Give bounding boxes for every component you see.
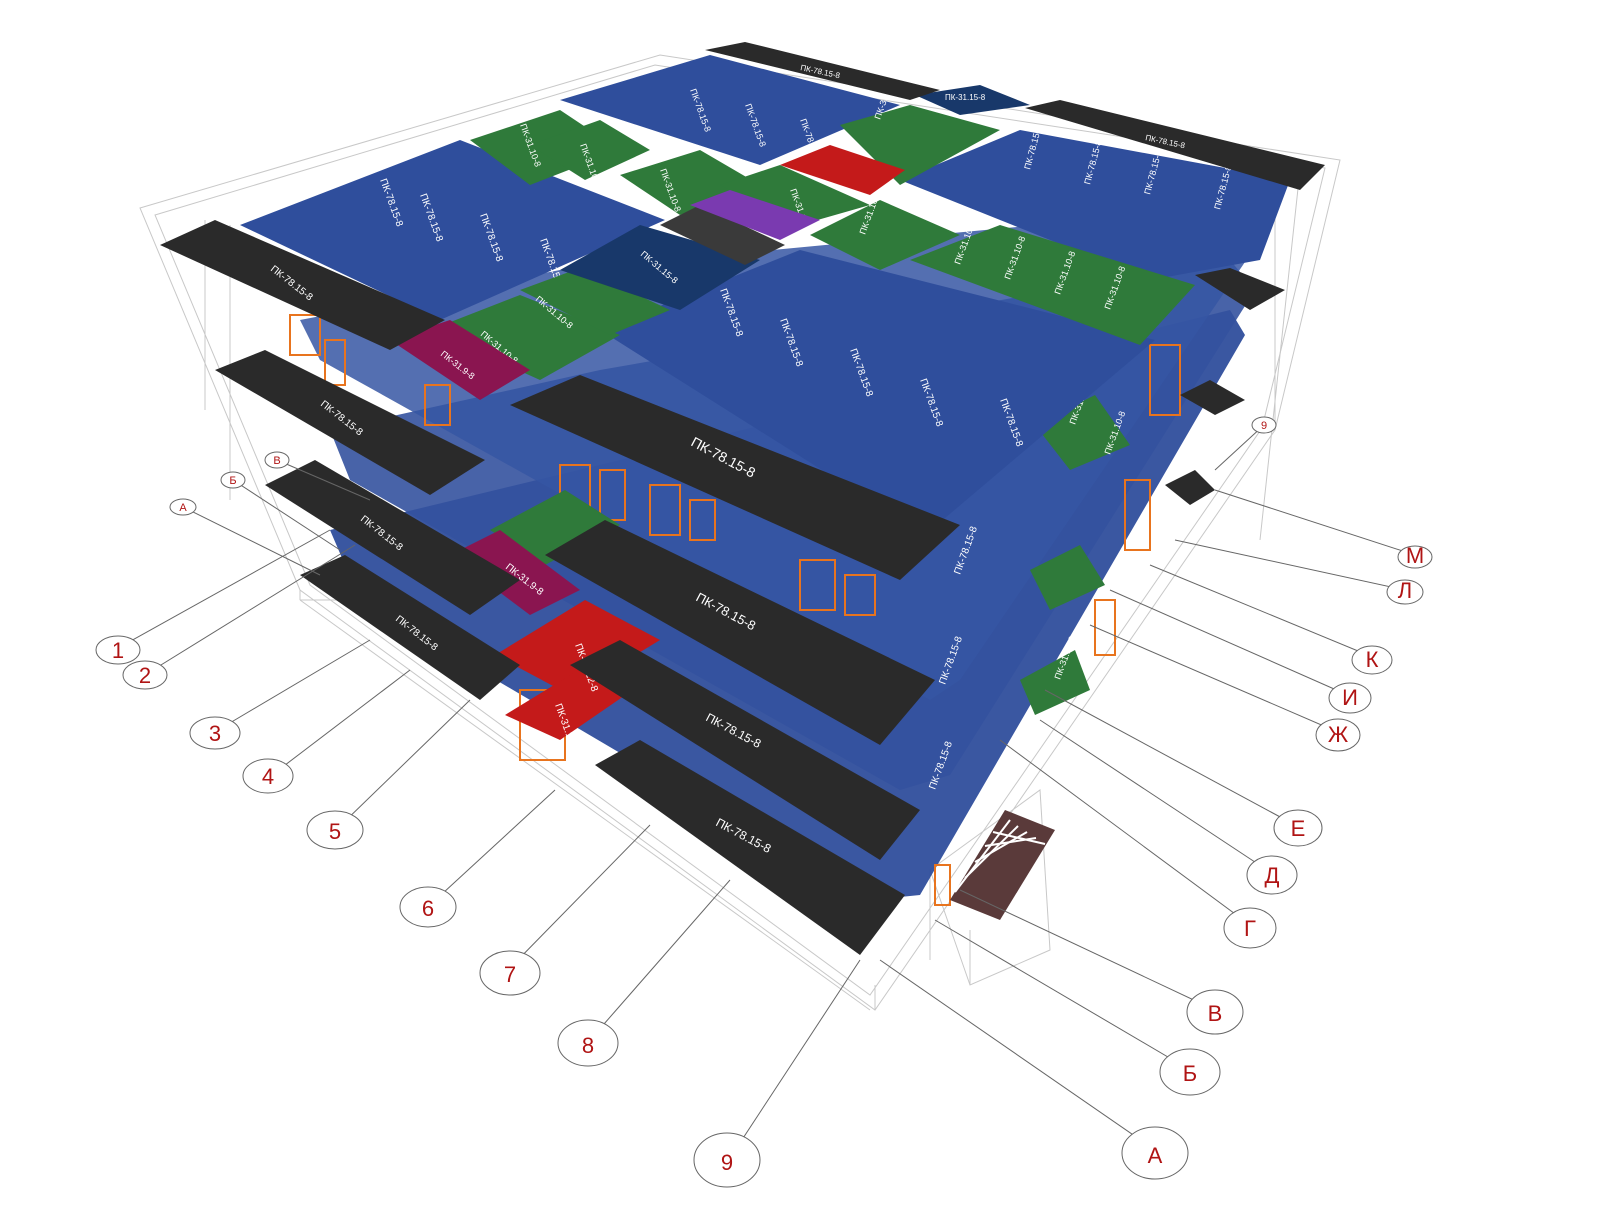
svg-text:1: 1 — [112, 638, 124, 663]
axis-small-bubbles: А Б В 9 — [169, 416, 1277, 516]
svg-text:6: 6 — [422, 896, 434, 921]
orange-frames — [289, 314, 1181, 906]
axis-bubble-D: Д — [1246, 855, 1298, 895]
svg-text:3: 3 — [209, 721, 221, 746]
svg-text:Д: Д — [1265, 863, 1280, 888]
axis-bubble-5: 5 — [306, 810, 364, 850]
svg-text:5: 5 — [329, 819, 341, 844]
axis-bubble-A: А — [1121, 1126, 1189, 1180]
axis-bubble-small-B: Б — [220, 471, 246, 489]
axis-bubble-K: К — [1351, 645, 1393, 675]
svg-text:Ж: Ж — [1328, 722, 1349, 747]
svg-text:7: 7 — [504, 962, 516, 987]
axis-bubble-small-A: А — [169, 498, 197, 516]
axis-bubble-4: 4 — [242, 758, 294, 794]
leader-lines — [119, 424, 1416, 1159]
axis-bubble-3: 3 — [189, 716, 241, 750]
axis-bubble-V: В — [1186, 989, 1244, 1035]
svg-text:К: К — [1366, 647, 1379, 672]
svg-text:Б: Б — [229, 475, 236, 487]
axis-bubble-M: М — [1397, 543, 1433, 569]
axis-bubble-small-V: В — [264, 451, 290, 469]
axis-letter-bubbles: А Б В Г Д Е Ж И К Л М — [1121, 543, 1433, 1180]
svg-text:М: М — [1406, 543, 1424, 568]
axis-bubble-2: 2 — [122, 660, 168, 690]
svg-text:Г: Г — [1244, 916, 1256, 941]
svg-text:А: А — [1148, 1143, 1163, 1168]
axis-bubble-L: Л — [1386, 578, 1424, 605]
svg-text:И: И — [1342, 685, 1358, 710]
axis-number-bubbles: 1 2 3 4 5 6 7 8 9 — [95, 635, 761, 1188]
svg-text:Е: Е — [1291, 816, 1306, 841]
axis-bubble-B: Б — [1159, 1048, 1221, 1096]
axis-bubble-I: И — [1328, 682, 1372, 714]
svg-text:Л: Л — [1398, 578, 1412, 603]
svg-text:В: В — [1208, 1001, 1223, 1026]
svg-text:8: 8 — [582, 1033, 594, 1058]
svg-text:9: 9 — [721, 1150, 733, 1175]
svg-text:Б: Б — [1183, 1061, 1197, 1086]
axis-bubble-1: 1 — [95, 635, 141, 665]
top-floor-slabs: ПК-78.15-8 ПК-78.15-8 ПК-78.15-8 ПК-78.1… — [240, 55, 1290, 535]
axis-bubble-8: 8 — [557, 1019, 619, 1067]
axis-bubble-G: Г — [1223, 907, 1277, 949]
axis-bubble-small-9: 9 — [1251, 416, 1277, 434]
axis-bubble-6: 6 — [399, 886, 457, 928]
staircase — [950, 810, 1055, 920]
svg-text:2: 2 — [139, 663, 151, 688]
svg-text:В: В — [273, 455, 280, 467]
svg-text:4: 4 — [262, 764, 274, 789]
axis-bubble-9: 9 — [693, 1132, 761, 1188]
axis-bubble-E: Е — [1273, 809, 1323, 847]
axis-bubble-7: 7 — [479, 950, 541, 996]
black-beams: ПК-78.15-8 ПК-78.15-8 ПК-78.15-8 ПК-78.1… — [160, 42, 1325, 955]
svg-text:А: А — [179, 502, 187, 514]
axis-bubble-Zh: Ж — [1315, 718, 1361, 752]
slab-label: ПК-31.15-8 — [945, 93, 986, 102]
svg-text:9: 9 — [1261, 420, 1267, 432]
